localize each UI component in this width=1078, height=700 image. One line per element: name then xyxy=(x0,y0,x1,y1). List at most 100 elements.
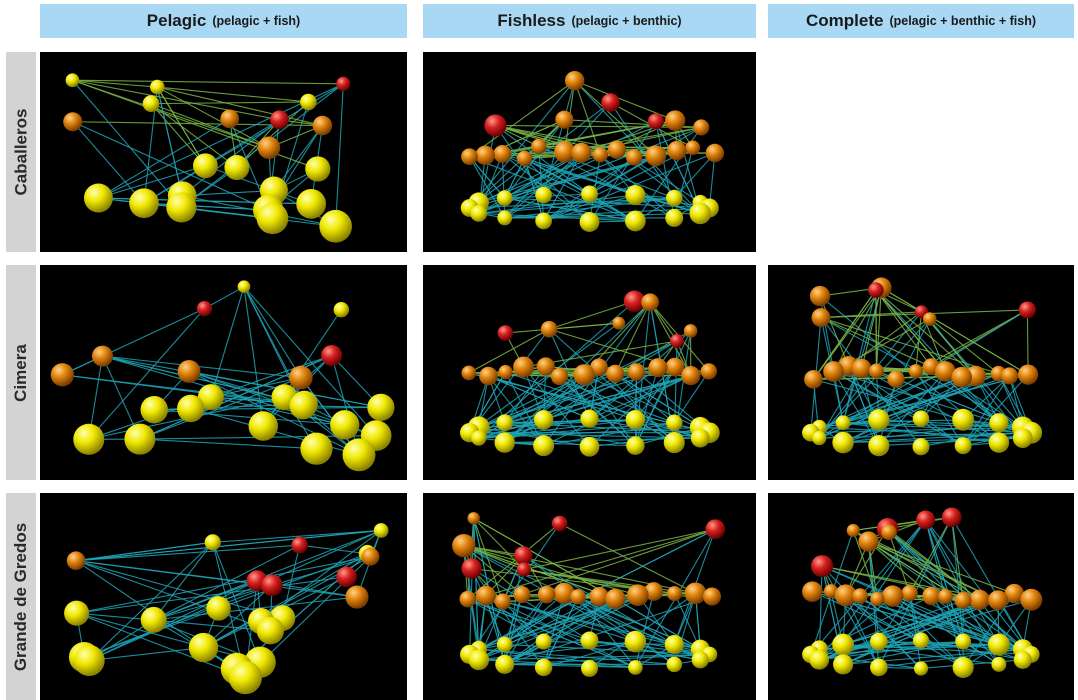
species-node xyxy=(296,189,327,219)
trophic-link xyxy=(157,86,270,149)
trophic-link xyxy=(1026,309,1029,375)
row-header-caballeros: Caballeros xyxy=(6,52,36,252)
trophic-link xyxy=(473,518,504,602)
species-node xyxy=(870,658,888,677)
species-node xyxy=(592,147,608,163)
species-node xyxy=(468,649,490,671)
trophic-link xyxy=(76,612,261,663)
trophic-link xyxy=(212,529,382,543)
trophic-link xyxy=(574,80,601,155)
trophic-link xyxy=(951,517,964,601)
species-node xyxy=(835,415,851,431)
trophic-link xyxy=(548,328,675,444)
trophic-link xyxy=(98,165,206,199)
trophic-link xyxy=(203,584,273,648)
trophic-link xyxy=(875,289,946,372)
trophic-link xyxy=(157,86,323,127)
trophic-link xyxy=(875,287,882,371)
trophic-link xyxy=(504,197,675,219)
species-node xyxy=(140,606,167,633)
species-node xyxy=(531,138,547,155)
species-node xyxy=(703,587,722,606)
trophic-link xyxy=(157,86,309,103)
trophic-link xyxy=(478,653,710,661)
trophic-link xyxy=(819,639,922,661)
species-node xyxy=(624,210,646,232)
species-node xyxy=(912,632,930,649)
species-nodes xyxy=(50,280,395,472)
species-node xyxy=(832,431,854,454)
trophic-link xyxy=(843,644,999,665)
species-nodes xyxy=(802,507,1043,678)
species-node xyxy=(361,547,380,566)
species-node xyxy=(475,145,495,166)
trophic-link xyxy=(76,612,271,632)
species-node xyxy=(516,562,531,577)
trophic-link xyxy=(501,153,506,218)
species-node xyxy=(664,634,684,655)
species-node xyxy=(991,656,1007,672)
species-node xyxy=(467,512,480,525)
species-node xyxy=(196,301,213,317)
species-node xyxy=(129,188,159,219)
trophic-link xyxy=(842,599,964,646)
trophic-link xyxy=(495,124,656,157)
trophic-link xyxy=(495,124,590,195)
trophic-link xyxy=(543,422,675,447)
species-nodes xyxy=(452,512,726,677)
species-node xyxy=(625,149,643,166)
species-node xyxy=(1018,301,1036,319)
trophic-link xyxy=(210,396,345,426)
species-node xyxy=(461,365,477,381)
species-node xyxy=(955,633,972,650)
species-node xyxy=(494,432,515,453)
species-node xyxy=(535,633,552,650)
species-node xyxy=(846,523,860,538)
species-node xyxy=(345,585,369,609)
row-label: Cimera xyxy=(11,343,31,402)
species-node xyxy=(601,93,620,112)
trophic-link xyxy=(861,287,882,369)
trophic-link xyxy=(842,375,976,444)
trophic-link xyxy=(614,373,675,424)
trophic-link xyxy=(813,378,964,421)
trophic-link xyxy=(210,377,301,398)
trophic-link xyxy=(852,530,878,600)
trophic-link xyxy=(504,366,547,424)
trophic-link xyxy=(188,370,360,456)
species-node xyxy=(912,410,930,427)
trophic-link xyxy=(150,103,206,167)
species-node xyxy=(580,409,599,428)
species-node xyxy=(484,114,507,137)
trophic-link xyxy=(76,612,246,679)
trophic-link xyxy=(887,528,1000,645)
species-node xyxy=(908,364,923,379)
trophic-link xyxy=(925,519,964,642)
species-node xyxy=(224,155,250,181)
species-node xyxy=(305,156,331,182)
trophic-link xyxy=(88,308,205,440)
trophic-link xyxy=(875,290,877,371)
species-node xyxy=(270,110,289,130)
species-node xyxy=(834,584,857,607)
species-node xyxy=(537,585,556,604)
trophic-link xyxy=(473,517,616,600)
trophic-link xyxy=(504,197,636,222)
trophic-link xyxy=(577,596,710,655)
species-node xyxy=(516,150,533,167)
trophic-link xyxy=(504,594,523,645)
species-node xyxy=(533,410,554,430)
species-node xyxy=(475,585,496,606)
trophic-link xyxy=(102,355,305,405)
species-node xyxy=(623,290,646,312)
trophic-link xyxy=(331,355,360,455)
trophic-link xyxy=(881,287,1029,376)
species-node xyxy=(952,408,975,431)
trophic-links xyxy=(810,287,1032,448)
trophic-link xyxy=(72,79,182,208)
species-node xyxy=(952,656,974,678)
species-node xyxy=(534,658,553,677)
species-node xyxy=(330,410,360,440)
trophic-link xyxy=(589,592,696,669)
species-node xyxy=(645,145,667,167)
